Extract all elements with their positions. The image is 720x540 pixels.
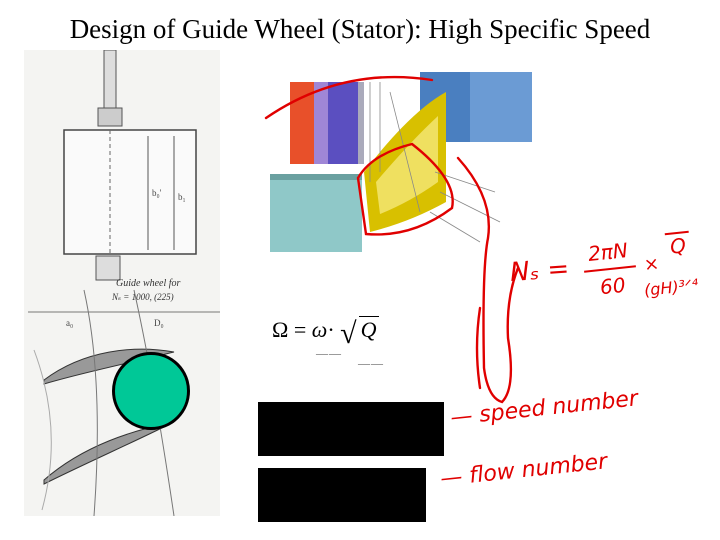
- ns-times: ×: [642, 253, 661, 276]
- ns-numerator: 2πN: [586, 237, 629, 267]
- label-a0: a₀: [66, 318, 73, 328]
- label-b1: b₁: [178, 192, 186, 202]
- redacted-box-flow: [258, 468, 426, 522]
- slide-title: Design of Guide Wheel (Stator): High Spe…: [69, 14, 651, 44]
- ns-lhs: Nₛ =: [509, 253, 571, 289]
- label-b0: b₀': [152, 188, 162, 198]
- green-circle-marker: [112, 352, 190, 430]
- formula-omega: ω: [311, 317, 328, 342]
- formula-lhs: Ω: [272, 317, 289, 342]
- sqrt-symbol: √: [340, 317, 357, 350]
- guide-wheel-sketch: b₀' b₁ Guide wheel for Nₛ = 1000, (225) …: [24, 50, 220, 516]
- red-ink-annotations: [264, 75, 520, 404]
- formula-dashes-left: ——: [316, 346, 342, 360]
- omega-formula: Ω = ω· √Q —— ——: [272, 316, 383, 370]
- sketch-caption-1: Guide wheel for: [116, 278, 181, 289]
- redacted-box-speed: [258, 402, 444, 456]
- formula-radicand: Q: [358, 316, 379, 342]
- label-d0: D₀: [154, 318, 164, 328]
- formula-equals: =: [293, 317, 307, 342]
- formula-dot: ·: [327, 317, 335, 342]
- ns-sqrt-q: Q: [664, 230, 692, 260]
- ns-denominator: 60: [598, 272, 627, 300]
- sketch-caption-2: Nₛ = 1000, (225): [111, 292, 174, 302]
- formula-dashes-right: ——: [358, 356, 384, 370]
